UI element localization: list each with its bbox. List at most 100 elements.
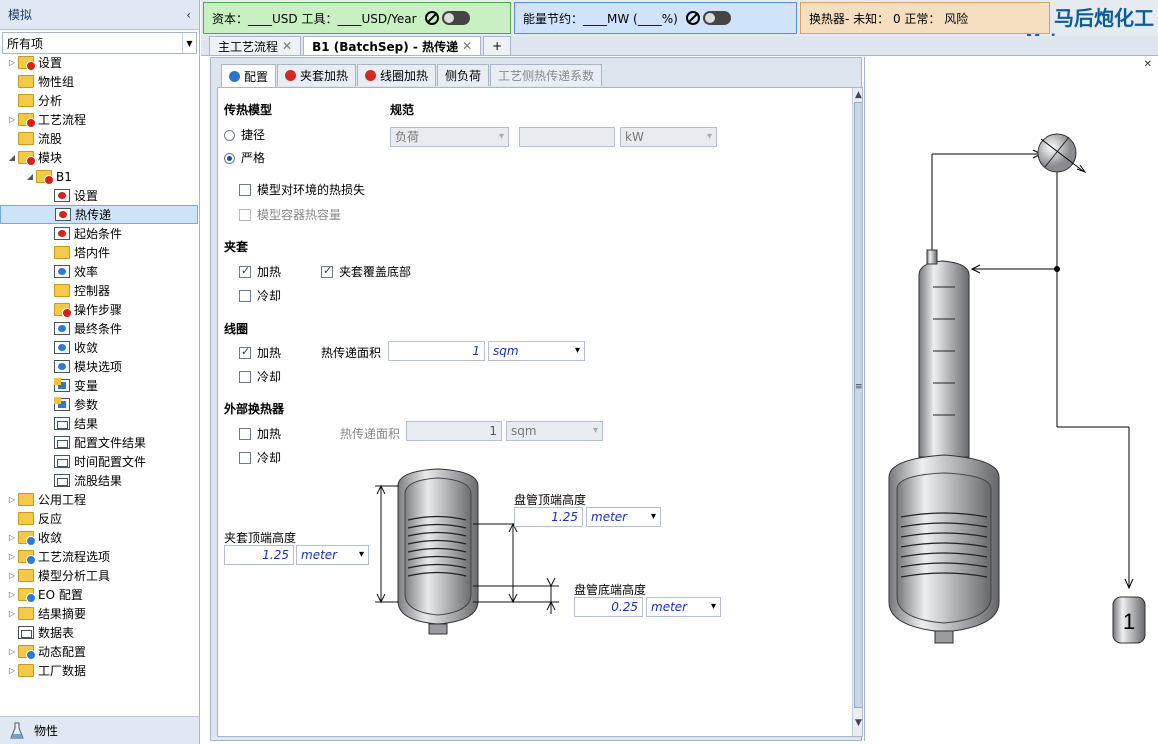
tree-filter-select[interactable]: 所有项 ▼ xyxy=(2,32,197,54)
expand-icon[interactable]: ▷ xyxy=(8,115,16,124)
jacket-covers-bottom-checkbox[interactable]: 夹套覆盖底部 xyxy=(321,263,411,280)
jacket-top-height-unit-select[interactable]: meter xyxy=(296,545,369,565)
tree-item[interactable]: 起始条件 xyxy=(0,224,198,243)
heat-exchanger-panel[interactable]: 换热器- 未知： 0 正常： 风险 xyxy=(800,2,1050,34)
scroll-up-icon[interactable]: ▲ xyxy=(855,90,862,100)
collapse-panel-icon[interactable]: ‹ xyxy=(186,7,191,22)
tree-item[interactable]: 参数 xyxy=(0,395,198,414)
coil-area-unit-select[interactable]: sqm xyxy=(488,341,585,361)
tree-item[interactable]: 控制器 xyxy=(0,281,198,300)
tree-item[interactable]: 设置 xyxy=(0,186,198,205)
close-icon[interactable]: ✕ xyxy=(1143,59,1152,70)
tree-item[interactable]: 结果 xyxy=(0,414,198,433)
checkbox-icon[interactable] xyxy=(239,184,251,196)
expand-icon[interactable]: ▷ xyxy=(8,533,16,542)
coil-bottom-height-input[interactable]: 0.25 xyxy=(574,597,643,617)
chevron-down-icon[interactable]: ▼ xyxy=(182,33,196,53)
tree-item[interactable]: ▷EO 配置 xyxy=(0,585,198,604)
checkbox-icon[interactable] xyxy=(239,209,251,221)
checkbox-icon[interactable] xyxy=(239,371,251,383)
tree-item[interactable]: ▷工艺流程选项 xyxy=(0,547,198,566)
expand-icon[interactable]: ◢ xyxy=(8,153,16,162)
specification-unit-select[interactable]: kW xyxy=(620,127,717,147)
radio-selected-icon[interactable] xyxy=(224,153,235,164)
add-tab-button[interactable]: + xyxy=(483,36,512,55)
expand-icon[interactable]: ▷ xyxy=(8,495,16,504)
expand-icon[interactable]: ▷ xyxy=(8,609,16,618)
jacket-heating-checkbox[interactable]: 加热 xyxy=(239,263,281,280)
expand-icon[interactable]: ▷ xyxy=(8,571,16,580)
tree-item[interactable]: 反应 xyxy=(0,509,198,528)
jacket-cooling-checkbox[interactable]: 冷却 xyxy=(239,287,281,304)
document-tab[interactable]: 主工艺流程✕ xyxy=(209,36,302,55)
expand-icon[interactable]: ▷ xyxy=(8,590,16,599)
tree-item[interactable]: 最终条件 xyxy=(0,319,198,338)
tree-item[interactable]: ▷工艺流程 xyxy=(0,110,198,129)
jacket-top-height-input[interactable]: 1.25 xyxy=(224,545,294,565)
energy-savings-panel[interactable]: 能量节约：____MW (____%) xyxy=(514,2,797,34)
energy-toggle[interactable] xyxy=(685,11,731,25)
checkbox-icon[interactable] xyxy=(239,428,251,440)
capital-cost-panel[interactable]: 资本：____USD 工具：____USD/Year xyxy=(203,2,511,34)
radio-icon[interactable] xyxy=(224,130,235,141)
tree-item[interactable]: ◢模块 xyxy=(0,148,198,167)
scrollbar-thumb[interactable] xyxy=(854,102,862,708)
expand-icon[interactable]: ▷ xyxy=(8,58,16,67)
checkbox-checked-icon[interactable] xyxy=(239,345,251,359)
tree-item[interactable]: 变量 xyxy=(0,376,198,395)
tree-item[interactable]: ▷结果摘要 xyxy=(0,604,198,623)
tree-item[interactable]: 流股 xyxy=(0,129,198,148)
tree-item[interactable]: ▷收敛 xyxy=(0,528,198,547)
tree-item[interactable]: ▷模型分析工具 xyxy=(0,566,198,585)
tree-item[interactable]: 分析 xyxy=(0,91,198,110)
scroll-down-icon[interactable]: ▼ xyxy=(855,718,862,728)
sub-tab[interactable]: 配置 xyxy=(221,64,277,87)
shortcut-radio[interactable]: 捷径 xyxy=(224,126,265,143)
form-scrollbar[interactable]: ▲ ≡ ▼ xyxy=(852,88,862,736)
tree-item[interactable]: ▷工厂数据 xyxy=(0,661,198,680)
checkbox-checked-icon[interactable] xyxy=(239,264,251,278)
tree-item[interactable]: ◢B1 xyxy=(0,167,198,186)
tree-item[interactable]: 热传递 xyxy=(0,205,198,224)
specification-select[interactable]: 负荷 xyxy=(390,127,509,147)
document-tab[interactable]: B1 (BatchSep) - 热传递✕ xyxy=(303,36,482,55)
tree-item[interactable]: 数据表 xyxy=(0,623,198,642)
tree-item[interactable]: ▷动态配置 xyxy=(0,642,198,661)
tree-item[interactable]: 流股结果 xyxy=(0,471,198,490)
coil-bottom-height-unit-select[interactable]: meter xyxy=(646,597,721,617)
close-tab-icon[interactable]: ✕ xyxy=(462,39,473,53)
close-tab-icon[interactable]: ✕ xyxy=(282,39,293,53)
external-heating-checkbox[interactable]: 加热 xyxy=(239,425,281,442)
coil-top-height-input[interactable]: 1.25 xyxy=(514,507,583,527)
tree-item[interactable]: 效率 xyxy=(0,262,198,281)
tree-item[interactable]: 操作步骤 xyxy=(0,300,198,319)
tree-item[interactable]: 配置文件结果 xyxy=(0,433,198,452)
tree-item[interactable]: 物性组 xyxy=(0,72,198,91)
external-area-unit-select[interactable]: sqm xyxy=(506,421,603,441)
tree-item[interactable]: ▷公用工程 xyxy=(0,490,198,509)
vessel-heat-capacity-checkbox[interactable]: 模型容器热容量 xyxy=(239,206,341,223)
expand-icon[interactable]: ▷ xyxy=(8,647,16,656)
tree-item[interactable]: ▷设置 xyxy=(0,53,198,72)
coil-heating-checkbox[interactable]: 加热 xyxy=(239,344,281,361)
tree-item[interactable]: 收敛 xyxy=(0,338,198,357)
tree-item[interactable]: 模块选项 xyxy=(0,357,198,376)
toggle-switch-icon[interactable] xyxy=(702,11,731,25)
sub-tab[interactable]: 线圈加热 xyxy=(357,64,437,86)
checkbox-icon[interactable] xyxy=(239,452,251,464)
checkbox-checked-icon[interactable] xyxy=(321,264,333,278)
specification-value-input[interactable] xyxy=(519,127,615,147)
tree-item[interactable]: 时间配置文件 xyxy=(0,452,198,471)
toggle-switch-icon[interactable] xyxy=(441,11,470,25)
ambient-heat-loss-checkbox[interactable]: 模型对环境的热损失 xyxy=(239,181,365,198)
coil-area-input[interactable]: 1 xyxy=(388,341,485,361)
coil-top-height-unit-select[interactable]: meter xyxy=(586,507,661,527)
external-cooling-checkbox[interactable]: 冷却 xyxy=(239,449,281,466)
external-area-input[interactable]: 1 xyxy=(406,421,502,441)
sub-tab[interactable]: 侧负荷 xyxy=(437,64,490,86)
expand-icon[interactable]: ◢ xyxy=(26,172,34,181)
expand-icon[interactable]: ▷ xyxy=(8,666,16,675)
checkbox-icon[interactable] xyxy=(239,290,251,302)
rigorous-radio[interactable]: 严格 xyxy=(224,149,265,166)
coil-cooling-checkbox[interactable]: 冷却 xyxy=(239,368,281,385)
